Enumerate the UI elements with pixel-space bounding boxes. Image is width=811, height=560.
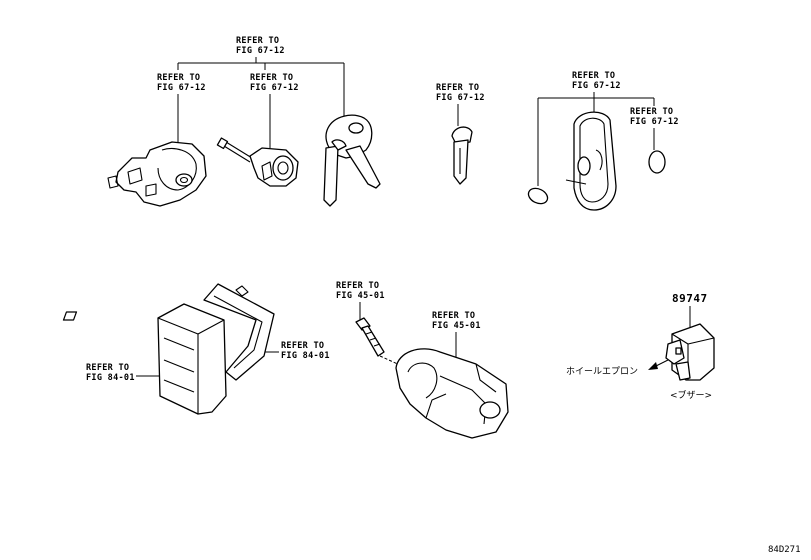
callout-remote-line1: REFER TO [572,71,615,81]
callout-battery[interactable]: REFER TO FIG 67-12 [630,107,679,127]
callout-battery-line2: FIG 67-12 [630,117,679,127]
steering-column-cover[interactable] [395,348,509,439]
location-arrow [648,359,669,370]
master-key[interactable] [323,114,381,207]
callout-ecu-right[interactable]: REFER TO FIG 84-01 [281,341,330,361]
ecu-bracket[interactable] [203,283,275,381]
bracket-remote [537,92,655,186]
callout-cylinder-line2: FIG 67-12 [250,83,299,93]
callout-lock-line2: FIG 67-12 [157,83,206,93]
callout-key-blade[interactable]: REFER TO FIG 67-12 [436,83,485,103]
buzzer[interactable] [665,323,715,381]
callout-bolt-line1: REFER TO [336,281,379,291]
callout-lock-line1: REFER TO [157,73,200,83]
callout-key-blade-line2: FIG 67-12 [436,93,485,103]
part-number-label[interactable]: 89747 [672,292,708,305]
steering-lock-housing[interactable] [107,141,207,207]
callout-ecu-left-line1: REFER TO [86,363,129,373]
buzzer-location-label: ホイールエプロン [566,366,638,377]
battery-cell-right[interactable] [648,150,666,174]
column-bolt[interactable] [355,317,385,357]
smart-key-remote[interactable] [565,111,617,211]
callout-bolt-line2: FIG 45-01 [336,291,385,301]
callout-top-line1: REFER TO [236,36,279,46]
callout-battery-line1: REFER TO [630,107,673,117]
callout-ecu-left-line2: FIG 84-01 [86,373,135,383]
lock-cylinder[interactable] [216,137,299,187]
callout-remote[interactable]: REFER TO FIG 67-12 [572,71,621,91]
ecu-body[interactable] [62,303,227,415]
callout-ecu-right-line1: REFER TO [281,341,324,351]
callout-bolt[interactable]: REFER TO FIG 45-01 [336,281,385,301]
callout-top-line2: FIG 67-12 [236,46,285,56]
callout-ecu-right-line2: FIG 84-01 [281,351,330,361]
callout-remote-line2: FIG 67-12 [572,81,621,91]
battery-cell-left[interactable] [526,185,550,206]
buzzer-name-label: <ブザー> [670,389,712,401]
diagram-code: 84D271 [768,545,801,555]
callout-cylinder-line1: REFER TO [250,73,293,83]
callout-cover-line1: REFER TO [432,311,475,321]
callout-ecu-left[interactable]: REFER TO FIG 84-01 [86,363,135,383]
callout-key-blade-line1: REFER TO [436,83,479,93]
callout-top[interactable]: REFER TO FIG 67-12 [236,36,285,56]
callout-lock[interactable]: REFER TO FIG 67-12 [157,73,206,93]
callout-cover[interactable]: REFER TO FIG 45-01 [432,311,481,331]
callout-cover-line2: FIG 45-01 [432,321,481,331]
bracket-top [177,57,345,118]
callout-cylinder[interactable]: REFER TO FIG 67-12 [250,73,299,93]
key-blade[interactable] [451,126,473,185]
